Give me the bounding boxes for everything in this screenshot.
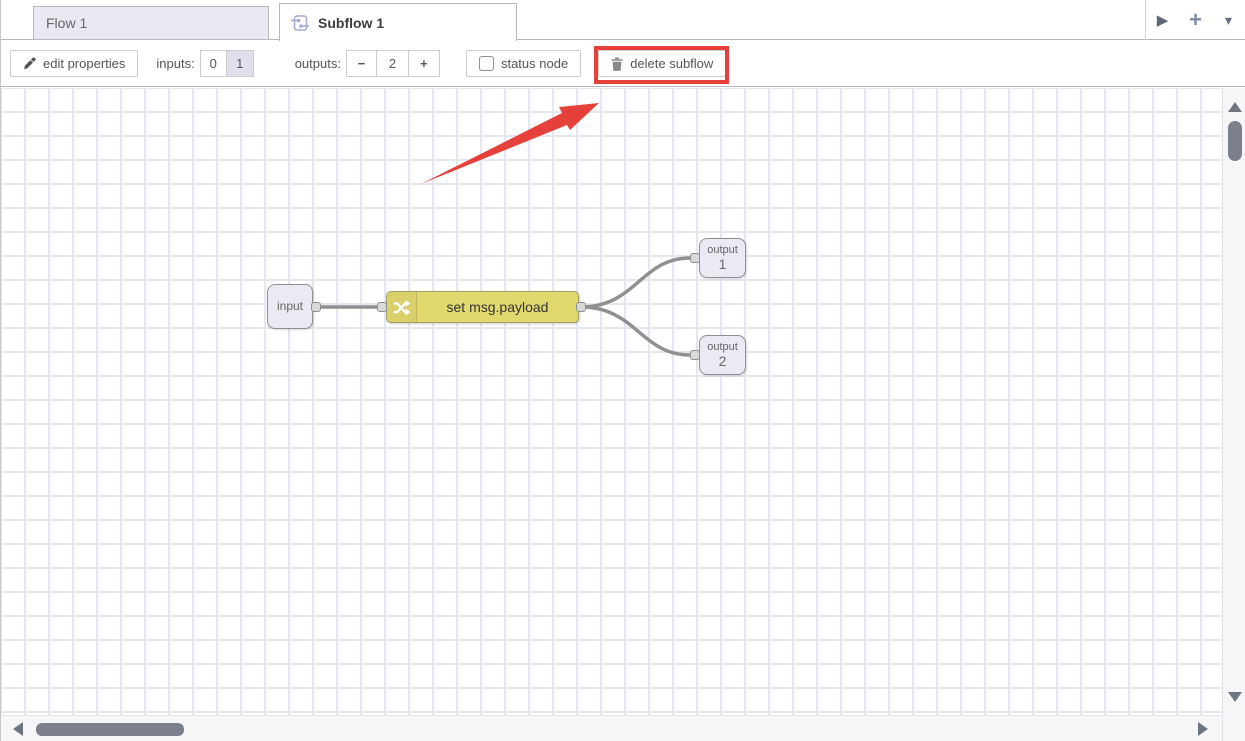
wire-change-to-output2[interactable] (579, 305, 692, 357)
tabbar-divider (1145, 0, 1146, 40)
outputs-increase-button[interactable]: + (408, 50, 440, 77)
vertical-scrollbar-thumb[interactable] (1228, 121, 1242, 161)
node-change-set-msg-payload[interactable]: set msg.payload (386, 291, 579, 323)
node-subflow-output-1[interactable]: output 1 (699, 238, 746, 278)
node-subflow-output-2[interactable]: output 2 (699, 335, 746, 375)
node-icon-area (387, 292, 417, 322)
wires-layer (314, 256, 692, 357)
add-flow-icon[interactable]: + (1189, 7, 1202, 32)
inputs-option-0-button[interactable]: 0 (199, 50, 227, 77)
delete-subflow-button[interactable]: delete subflow (598, 50, 727, 77)
status-node-button[interactable]: status node (465, 50, 582, 77)
tab-subflow-1[interactable]: Subflow 1 (279, 3, 517, 41)
tab-flow-1-label: Flow 1 (46, 15, 88, 31)
wire-change-to-output1[interactable] (579, 256, 692, 309)
node-output-1-label: output (707, 243, 738, 256)
trash-icon (611, 57, 623, 71)
tab-flow-1[interactable]: Flow 1 (33, 6, 269, 40)
horizontal-scrollbar[interactable] (1, 715, 1222, 741)
scroll-left-arrow-icon[interactable] (13, 722, 23, 736)
scroll-right-arrow-icon[interactable] (1198, 722, 1208, 736)
status-node-checkbox[interactable] (478, 56, 494, 71)
port-output2-input[interactable] (690, 350, 700, 360)
inputs-toggle-group: 0 1 (199, 50, 254, 77)
tabbar-actions: ▶ + ▾ (1145, 0, 1245, 40)
outputs-decrease-button[interactable]: − (345, 50, 377, 77)
outputs-stepper: − 2 + (345, 50, 440, 77)
port-input-output[interactable] (311, 302, 321, 312)
scroll-up-arrow-icon[interactable] (1228, 102, 1242, 112)
flow-canvas[interactable]: input set msg.payload output (1, 88, 1222, 715)
subflow-icon (290, 13, 310, 33)
node-output-1-number: 1 (718, 256, 727, 273)
node-subflow-input-label: input (276, 298, 304, 313)
minus-icon: − (357, 56, 366, 71)
subflow-toolbar: edit properties inputs: 0 1 outputs: − 2… (1, 41, 1245, 87)
edit-properties-label: edit properties (43, 56, 126, 71)
node-subflow-input[interactable]: input (267, 284, 313, 329)
horizontal-scrollbar-thumb[interactable] (36, 723, 184, 736)
tab-subflow-1-label: Subflow 1 (318, 14, 385, 31)
node-output-2-number: 2 (718, 353, 727, 370)
node-output-2-label: output (707, 340, 738, 353)
status-node-label: status node (500, 56, 569, 71)
edit-properties-button[interactable]: edit properties (10, 50, 139, 77)
workspace-tab-bar: Flow 1 Subflow 1 ▶ + ▾ (1, 0, 1245, 41)
vertical-scrollbar[interactable] (1222, 88, 1245, 741)
delete-subflow-label: delete subflow (630, 56, 714, 71)
inputs-option-1-button[interactable]: 1 (226, 50, 254, 77)
node-change-label: set msg.payload (446, 299, 549, 315)
shuffle-icon (392, 298, 411, 317)
outputs-label: outputs: (294, 56, 341, 71)
scroll-tabs-right-icon[interactable]: ▶ (1156, 12, 1169, 29)
port-output1-input[interactable] (690, 253, 700, 263)
plus-icon: + (420, 56, 428, 71)
outputs-count-value[interactable]: 2 (376, 50, 409, 77)
inputs-label: inputs: (156, 56, 195, 71)
flow-list-chevron-down-icon[interactable]: ▾ (1224, 11, 1233, 28)
scroll-down-arrow-icon[interactable] (1228, 692, 1242, 702)
port-change-input[interactable] (377, 302, 387, 312)
port-change-output[interactable] (576, 302, 586, 312)
pencil-icon (23, 57, 36, 70)
